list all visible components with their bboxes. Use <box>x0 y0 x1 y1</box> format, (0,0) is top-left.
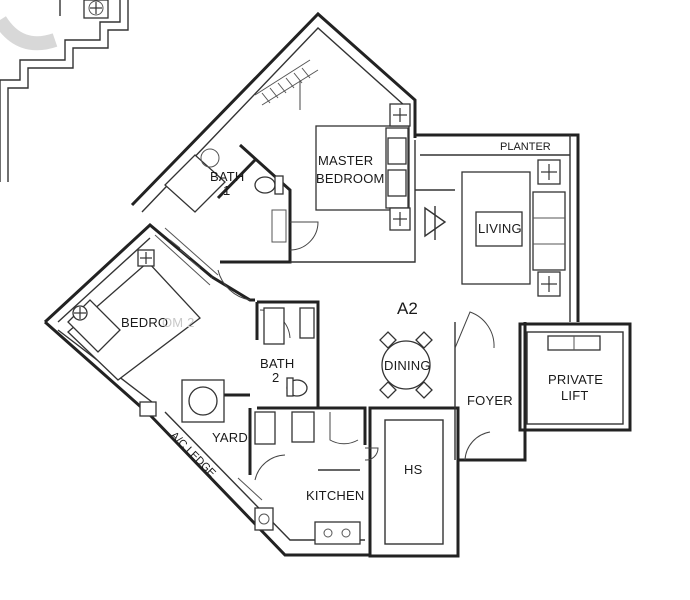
bedroom2-bed <box>67 227 219 417</box>
master-bed <box>315 103 447 240</box>
label-yard: YARD <box>212 430 248 445</box>
label-bath2-1: BATH <box>260 356 295 371</box>
bath2-fixtures <box>263 307 315 397</box>
living-furniture <box>461 159 566 297</box>
label-lift-1: PRIVATE <box>548 372 603 387</box>
label-bath1-2: 1 <box>223 183 230 198</box>
label-master-2: BEDROOM <box>316 171 385 186</box>
label-planter: PLANTER <box>500 141 551 153</box>
label-ac-ledge: A/C LEDGE <box>168 430 218 480</box>
exterior-walls <box>43 11 632 558</box>
yard-fixtures <box>181 379 315 445</box>
label-bath1-1: BATH <box>210 169 245 184</box>
label-bedroom2-faded: OM 2 <box>162 315 195 330</box>
wardrobe <box>254 59 319 106</box>
unit-label: A2 <box>397 299 418 318</box>
label-foyer: FOYER <box>467 393 513 408</box>
kitchen-counter <box>237 477 361 545</box>
label-bath2-2: 2 <box>272 370 279 385</box>
label-lift-2: LIFT <box>561 388 589 403</box>
lift-car <box>547 335 601 351</box>
label-bedroom2: BEDRO <box>121 315 168 330</box>
neighbour-structure <box>0 0 129 182</box>
label-hs: HS <box>404 462 423 477</box>
dining-set <box>379 331 433 399</box>
label-kitchen: KITCHEN <box>306 488 364 503</box>
bath1-fixtures <box>164 148 287 243</box>
label-master-1: MASTER <box>318 153 373 168</box>
interior-walls <box>211 140 456 475</box>
label-living: LIVING <box>478 221 522 236</box>
label-dining: DINING <box>384 358 431 373</box>
